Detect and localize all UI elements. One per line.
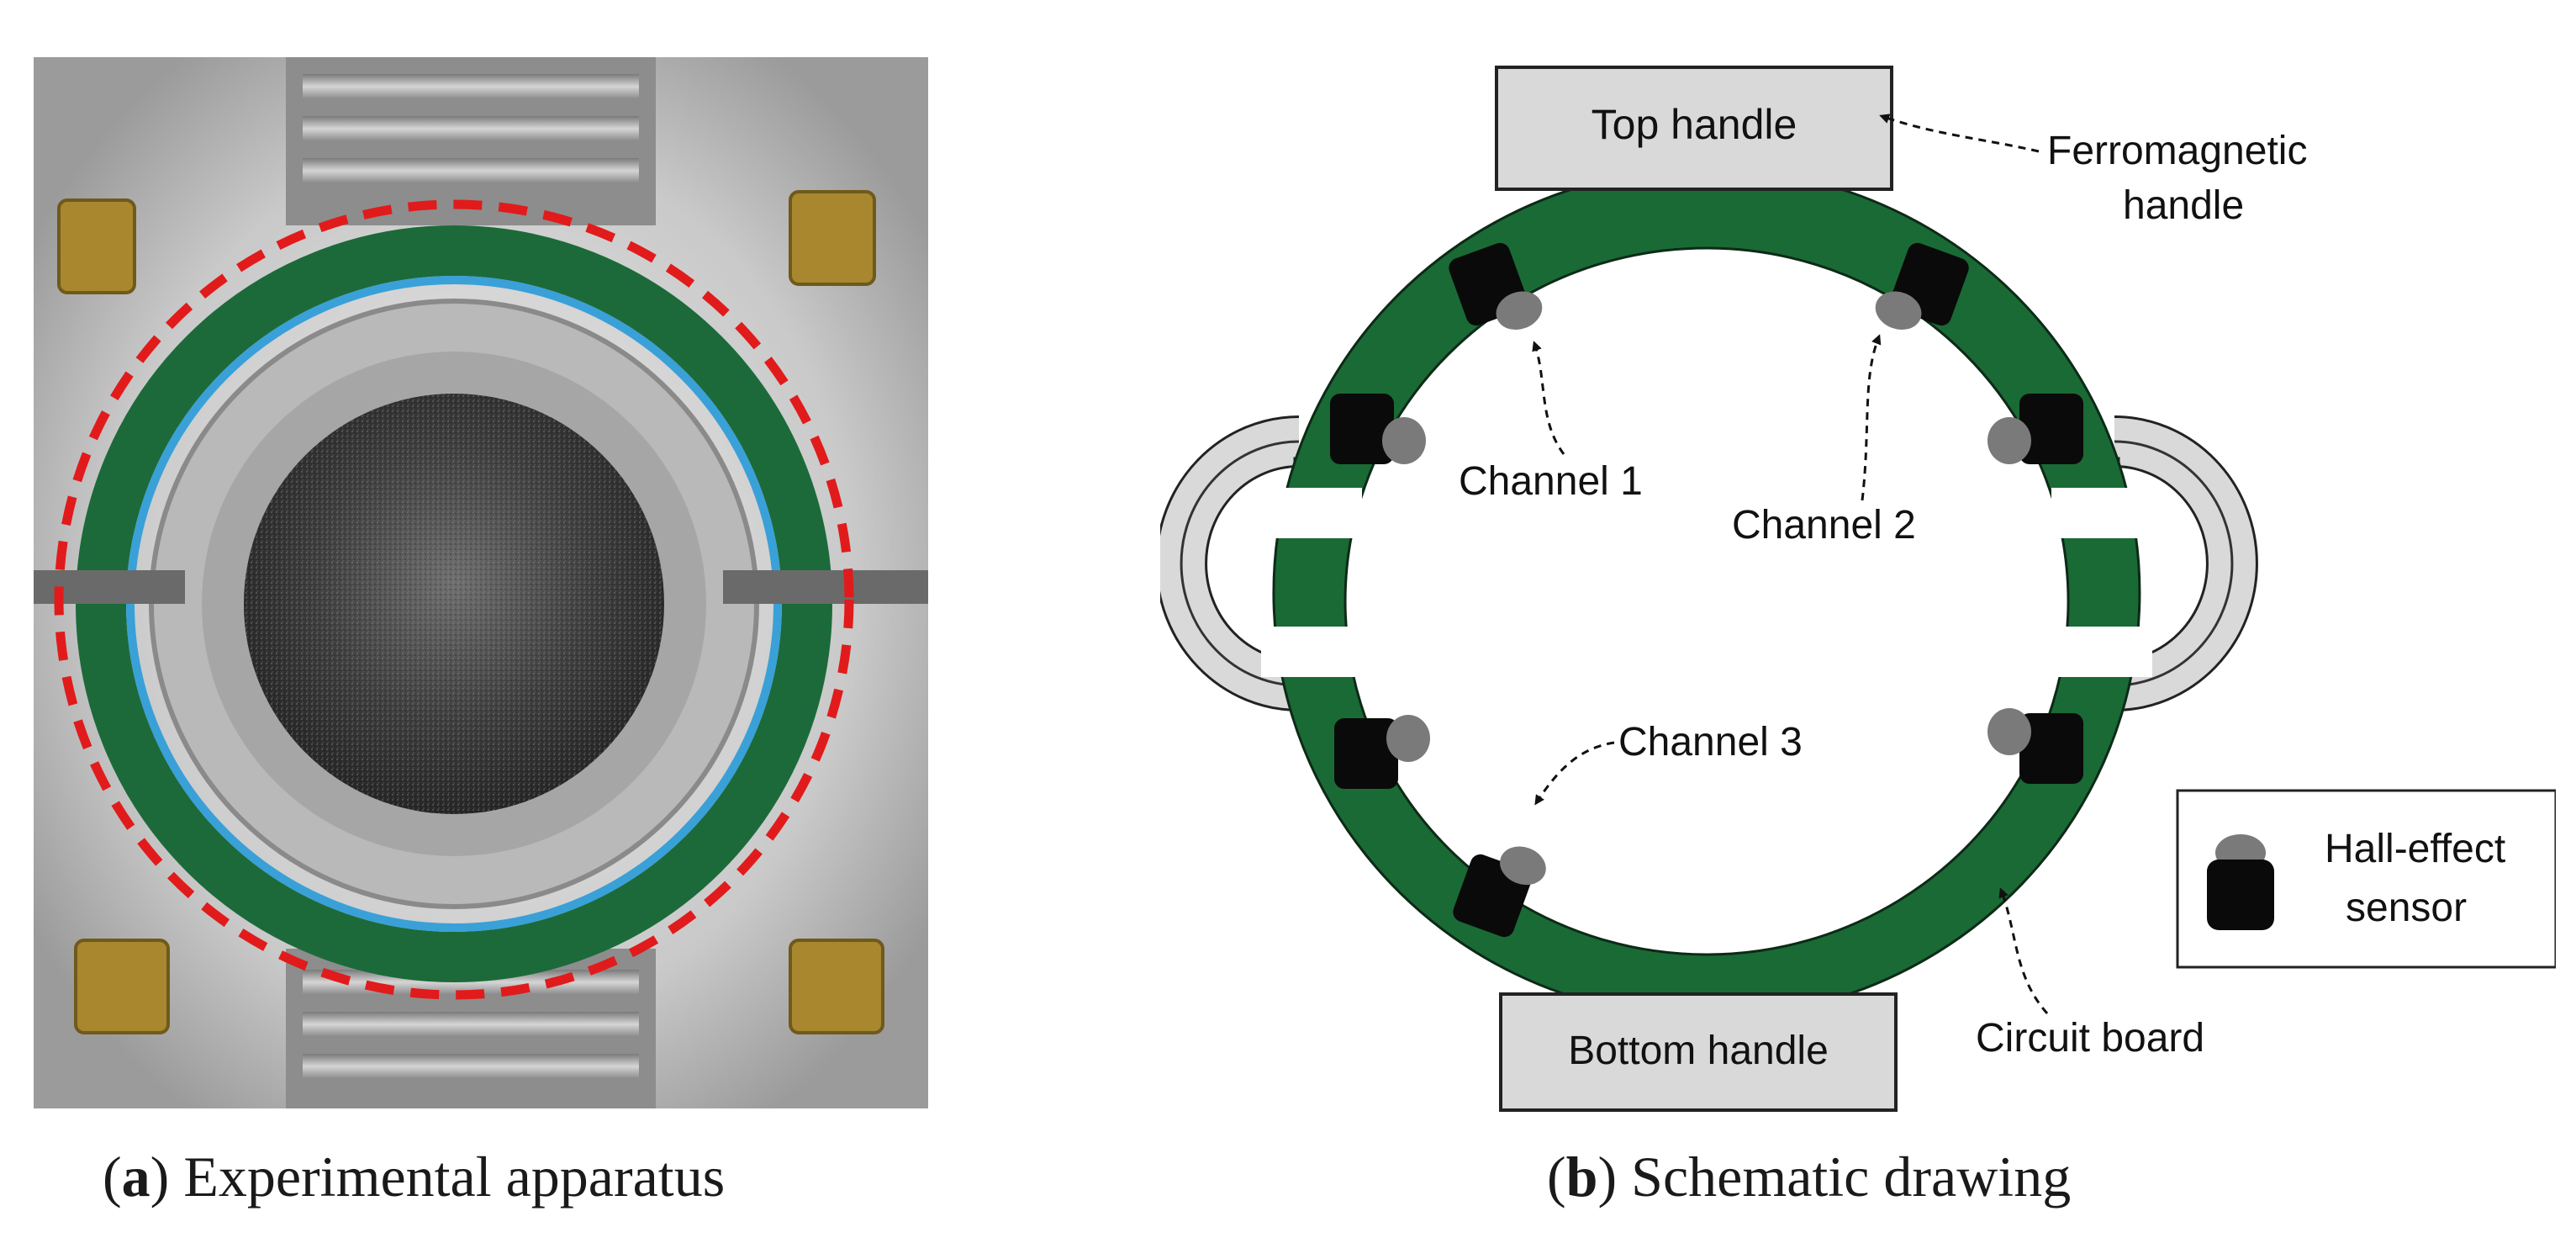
- brass-block-bottom-right: [789, 939, 884, 1034]
- caption-a-letter: a: [121, 1145, 150, 1209]
- experimental-apparatus-photo: [34, 57, 928, 1108]
- caption-b: (b) Schematic drawing: [1547, 1145, 2072, 1209]
- circuit-board-ring: [1272, 167, 2141, 1019]
- caption-b-letter: b: [1565, 1145, 1598, 1209]
- hall-sensor-6: [1987, 708, 2083, 784]
- ferromagnetic-arrow: [1879, 114, 2040, 153]
- bottom-handle-box: [1499, 992, 1898, 1112]
- schematic-drawing: Top handle Bottom handle: [1160, 66, 2556, 1112]
- brass-block-top-left: [57, 198, 136, 294]
- hall-sensor-2: [1875, 242, 1969, 331]
- hall-sensor-4: [1987, 394, 2083, 464]
- channel-2-label: Channel 2: [1732, 503, 1916, 548]
- channel-2-arrow: [1861, 334, 1882, 501]
- hall-sensor-7: [1453, 846, 1546, 938]
- legend: Hall-effect sensor: [2176, 789, 2556, 969]
- channel-3-label: Channel 3: [1618, 720, 1803, 764]
- channel-3-arrow: [1534, 741, 1615, 806]
- circuit-board-label: Circuit board: [1976, 1016, 2204, 1061]
- hall-effect-sensors: [1330, 242, 2083, 938]
- hall-sensor-3: [1330, 394, 1426, 464]
- red-dashed-circle: [54, 199, 854, 1000]
- caption-a: (a) Experimental apparatus: [103, 1145, 726, 1209]
- brass-block-top-right: [789, 190, 876, 286]
- legend-sensor-icon: [2207, 834, 2274, 930]
- top-handle-label: Top handle: [1592, 101, 1797, 148]
- bottom-handle-label: Bottom handle: [1568, 1029, 1829, 1073]
- channel-1-label: Channel 1: [1459, 459, 1643, 504]
- channel-1-arrow: [1532, 341, 1565, 455]
- hall-sensor-1: [1449, 242, 1543, 331]
- circuit-board-arrow: [1998, 887, 2049, 1014]
- caption-a-text: Experimental apparatus: [183, 1145, 726, 1209]
- caption-b-text: Schematic drawing: [1631, 1145, 2072, 1209]
- top-rail: [286, 57, 656, 225]
- ferromagnetic-label-line1: Ferromagnetic: [2047, 129, 2307, 173]
- hall-sensor-5: [1334, 715, 1430, 789]
- top-handle-box: [1495, 66, 1893, 191]
- legend-label-line2: sensor: [2346, 886, 2467, 930]
- ferromagnetic-label-line2: handle: [2123, 183, 2244, 228]
- legend-label-line1: Hall-effect: [2325, 827, 2505, 871]
- brass-block-bottom-left: [74, 939, 170, 1034]
